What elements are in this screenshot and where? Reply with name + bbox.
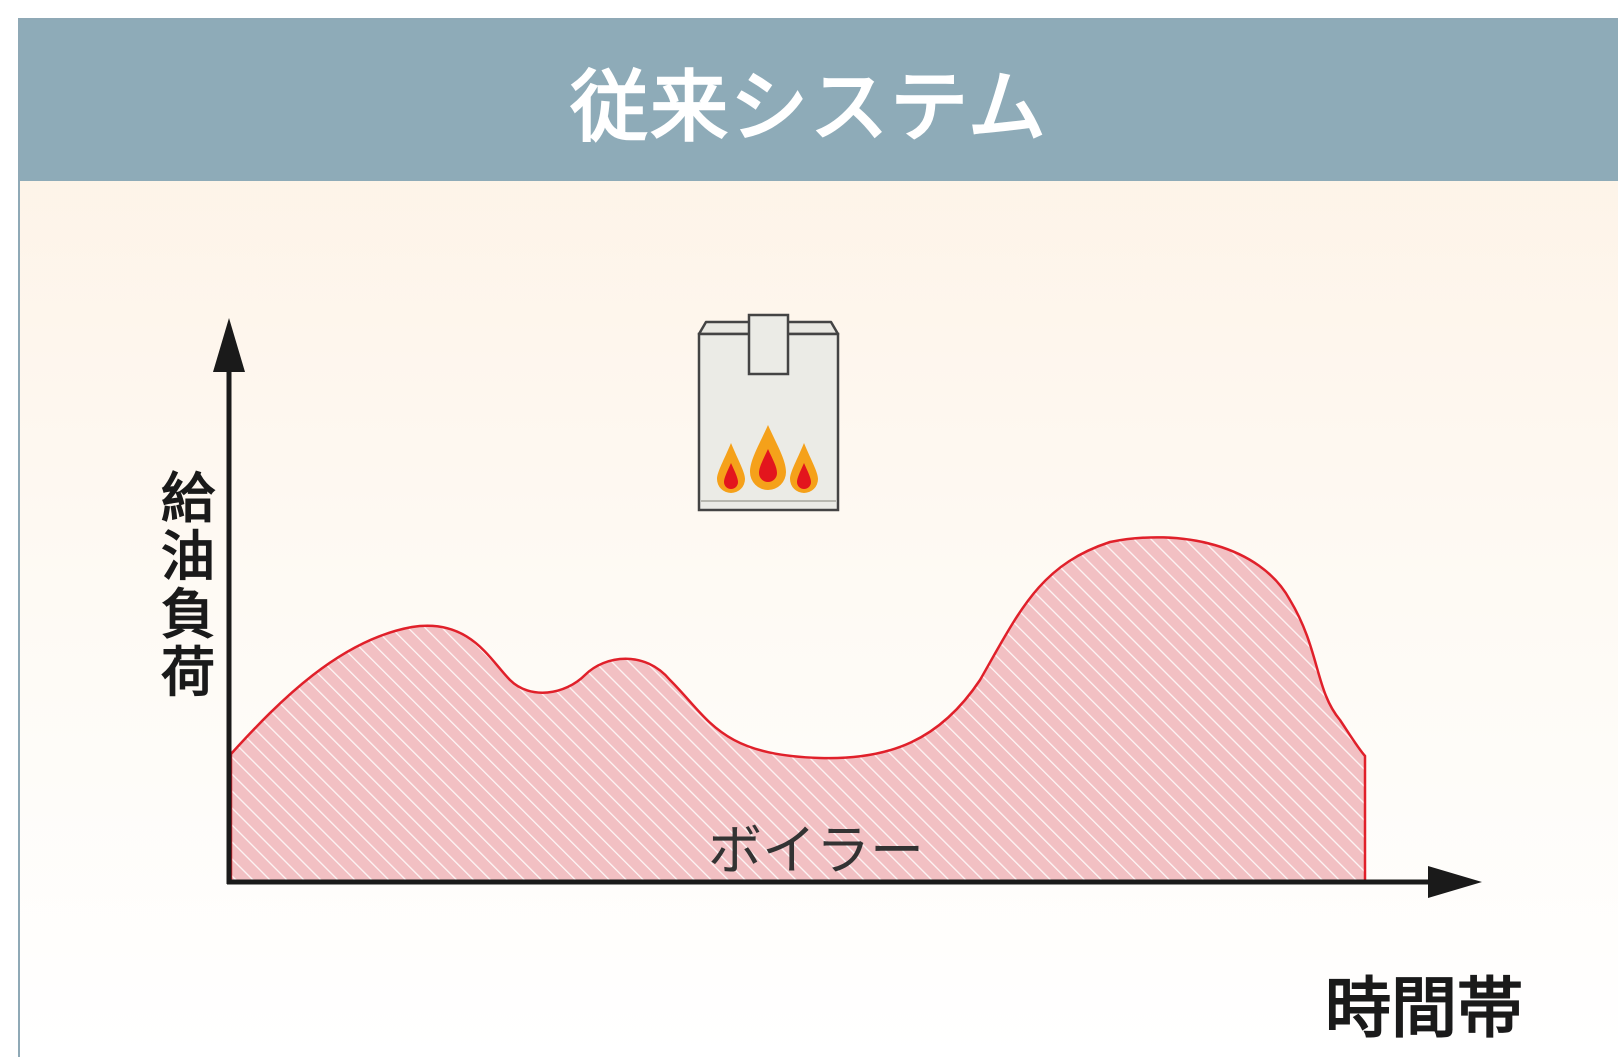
header-title: 従来システム: [570, 62, 1048, 153]
boiler-load-area: [229, 536, 1367, 884]
flame-icon: [790, 443, 818, 493]
flame-icon: [750, 425, 786, 490]
y-axis-label-char: 荷: [161, 641, 215, 704]
x-axis-arrow: [1428, 866, 1482, 898]
x-axis-label: 時間帯: [1325, 970, 1523, 1047]
y-axis-label-char: 負: [161, 583, 215, 646]
load-diagram: [213, 313, 1482, 898]
y-axis-arrow: [213, 318, 245, 372]
y-axis-label-char: 油: [161, 525, 215, 588]
flame-icon: [717, 443, 745, 493]
diagram-panel: 従来システム: [18, 18, 1618, 1057]
y-axis-label: 給 油 負 荷: [148, 470, 228, 702]
boiler-icon: [697, 313, 840, 512]
y-axis-label-char: 給: [161, 467, 215, 530]
boiler-area-label: ボイラー: [708, 819, 924, 882]
header-bar: 従来システム: [20, 20, 1618, 181]
